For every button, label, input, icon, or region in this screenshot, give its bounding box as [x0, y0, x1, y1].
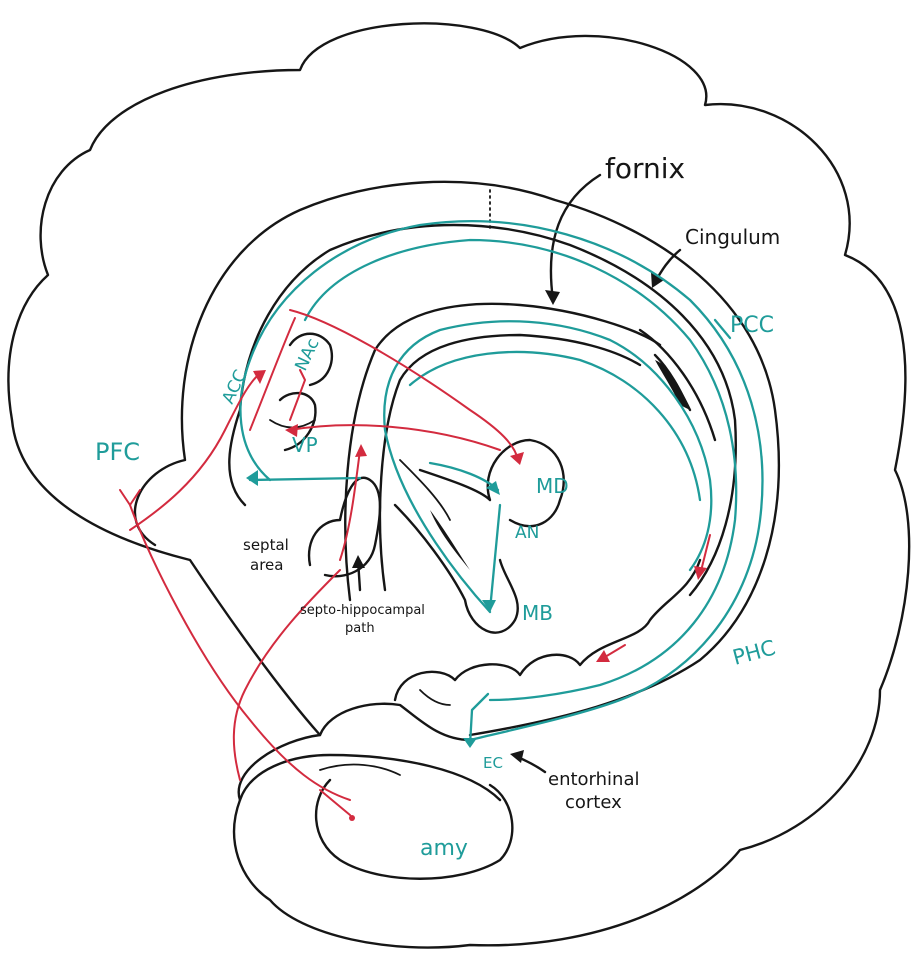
teal-arrow-acc [246, 470, 258, 486]
cingulate-notch [655, 360, 690, 410]
label-entorhinal-2: cortex [565, 792, 622, 813]
label-nac: NAc [291, 335, 323, 374]
septal-area-shape [307, 476, 382, 578]
acc-to-nac-red [249, 317, 296, 431]
vp-region [278, 391, 317, 452]
nac-inner-red [289, 369, 306, 421]
nac-region [288, 332, 333, 387]
label-pfc: PFC [95, 438, 140, 466]
nac-vp-divider [269, 419, 316, 429]
fornix-pointer [549, 173, 602, 302]
mb-an-tract [488, 503, 502, 612]
amy-red-end [319, 789, 351, 816]
an-md-lobe [418, 438, 565, 528]
teal-arrow-ec [463, 738, 477, 748]
fornix-outer [344, 302, 662, 602]
label-entorhinal-1: entorhinal [548, 769, 640, 790]
red-arrowhead-hpc2 [596, 650, 610, 662]
nac-loop-red [289, 309, 519, 461]
fornix-arrowhead [545, 290, 560, 305]
interior-slot [430, 510, 470, 570]
label-amy: amy [420, 836, 468, 861]
label-fornix: fornix [605, 152, 685, 185]
septal-red [339, 449, 361, 561]
red-arrowhead-vp [285, 424, 298, 437]
amy-red-dot [349, 815, 355, 821]
label-vp: VP [292, 433, 318, 457]
label-pcc: PCC [730, 313, 774, 338]
cingulum-arrowhead [651, 272, 664, 288]
ec-teal-link [468, 692, 490, 747]
cingulum-tract-inner [303, 238, 738, 702]
acc-nac-teal [248, 476, 362, 482]
fornix-tract [383, 320, 713, 614]
cingulum-tract-outer [239, 220, 764, 742]
label-ec: EC [483, 754, 503, 772]
label-septal-1: septal [243, 536, 289, 554]
teal-arrow-an [486, 481, 500, 495]
fornix-inner [378, 333, 642, 592]
label-cingulum: Cingulum [685, 225, 780, 249]
brain-outline [7, 22, 911, 949]
amygdala-inner [319, 763, 401, 776]
red-arrowhead-hpc1 [694, 566, 707, 580]
pfc-to-amy [129, 504, 351, 801]
red-arrowhead-md [510, 452, 524, 465]
label-mb: MB [522, 601, 553, 625]
amygdala-shape [314, 778, 514, 880]
red-arrowhead-acc [253, 370, 266, 384]
pfc-to-acc [129, 371, 263, 531]
septal-to-amy-red [232, 569, 341, 781]
label-septo-2: path [345, 621, 375, 636]
mb-lobe [393, 503, 519, 634]
cingulate-outer [133, 180, 781, 737]
label-septo-1: septo-hippocampal [300, 603, 425, 618]
entorhinal-arrowhead [510, 750, 524, 763]
septo-arrowhead [352, 555, 365, 568]
hippocampus-scallops [393, 558, 702, 702]
interior-wedge [399, 459, 451, 521]
fornix-tract-2 [408, 350, 702, 502]
label-an: AN [515, 523, 539, 543]
pcc-tick [713, 318, 732, 340]
hippo-bump [419, 689, 451, 706]
red-arrowhead-septal [355, 444, 367, 457]
vp-to-md-red [289, 424, 501, 451]
hippocampus-base [318, 702, 472, 742]
teal-arrow-mb [482, 600, 496, 612]
label-phc: PHC [730, 635, 778, 669]
temporal-lobe [238, 753, 502, 802]
label-septal-2: area [250, 556, 283, 574]
label-md: MD [536, 474, 569, 498]
